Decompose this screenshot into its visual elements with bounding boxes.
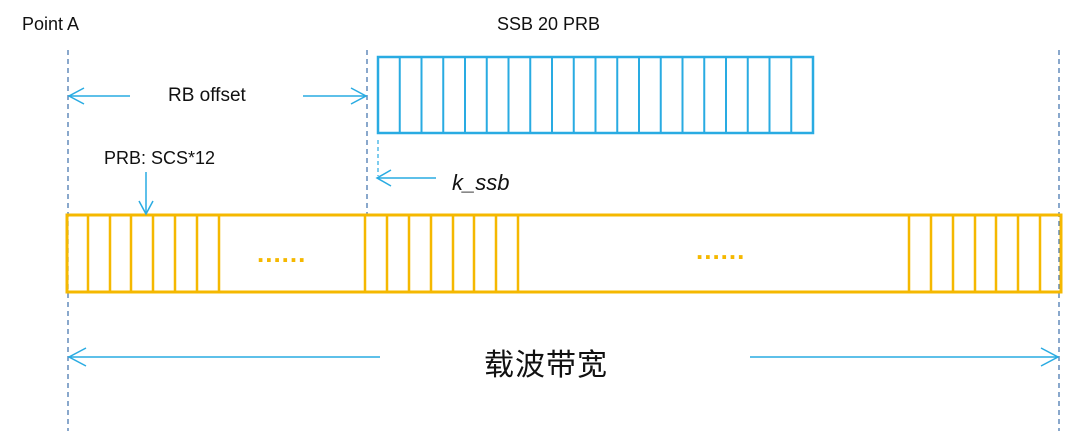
carrier-bandwidth-label: 载波带宽 [484, 348, 608, 383]
rb-offset-label: RB offset [168, 85, 246, 106]
k-ssb-arrow [375, 140, 436, 187]
carrier-bandwidth-arrow [67, 347, 1060, 367]
ellipsis-left: ...... [257, 238, 306, 268]
point-a-label: Point A [22, 14, 80, 34]
ssb-block [376, 55, 815, 135]
prb-scs-label: PRB: SCS*12 [104, 148, 216, 168]
ellipsis-right: ...... [696, 235, 745, 265]
prb-pointer-arrow [138, 172, 154, 216]
rb-offset-arrow [67, 87, 368, 105]
k-ssb-label: k_ssb [452, 170, 510, 195]
carrier-block [65, 213, 1063, 294]
ssb-title-label: SSB 20 PRB [497, 14, 601, 34]
carrier-outline [65, 213, 1063, 294]
